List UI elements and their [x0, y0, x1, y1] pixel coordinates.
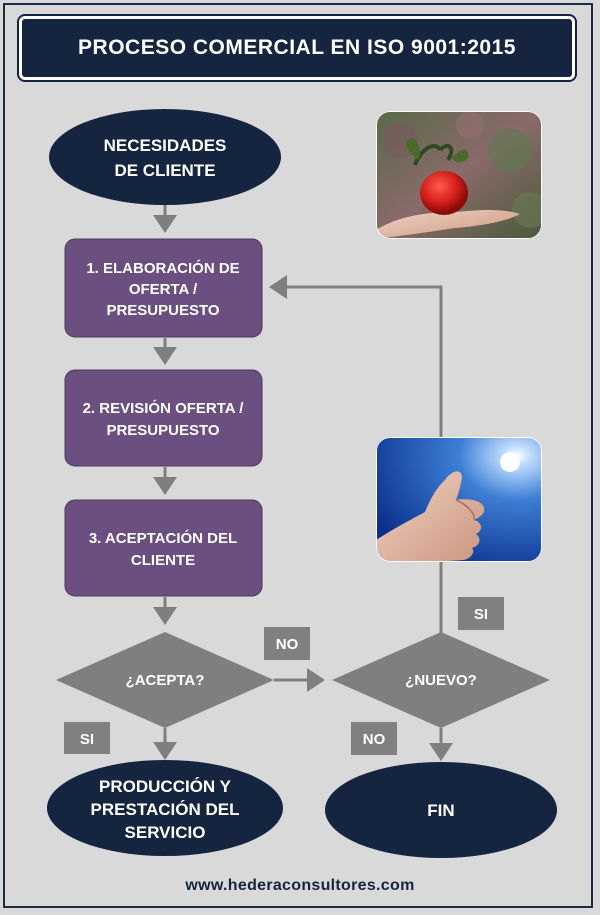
- step-3-line-1: 3. ACEPTACIÓN DEL: [89, 529, 237, 547]
- step-1-box: 1. ELABORACIÓN DE OFERTA / PRESUPUESTO: [64, 238, 263, 338]
- end-fin-label: FIN: [427, 801, 454, 820]
- footer-url[interactable]: www.hederaconsultores.com: [185, 877, 415, 894]
- start-node-line-1: NECESIDADES: [104, 136, 227, 155]
- end-fin-node: FIN: [325, 762, 557, 858]
- thumbs-up-photo: [376, 437, 542, 562]
- label-new-no: NO: [351, 722, 397, 755]
- label-accept-si: SI: [64, 722, 110, 754]
- label-accept-no-text: NO: [276, 636, 299, 653]
- decision-accept-label: ¿ACEPTA?: [126, 672, 205, 689]
- step-1-line-1: 1. ELABORACIÓN DE: [86, 259, 239, 277]
- page-title: PROCESO COMERCIAL EN ISO 9001:2015: [19, 16, 575, 80]
- decision-new: ¿NUEVO?: [332, 632, 550, 728]
- label-new-si: SI: [458, 597, 504, 630]
- start-node-line-2: DE CLIENTE: [114, 161, 215, 180]
- step-1-line-3: PRESUPUESTO: [106, 302, 219, 319]
- end-production-line-3: SERVICIO: [125, 823, 206, 842]
- end-production-line-2: PRESTACIÓN DEL: [91, 800, 240, 819]
- label-accept-no: NO: [264, 627, 310, 660]
- label-new-si-text: SI: [474, 606, 488, 623]
- step-2-line-1: 2. REVISIÓN OFERTA /: [83, 399, 245, 417]
- step-1-line-2: OFERTA /: [129, 281, 198, 298]
- start-node: NECESIDADES DE CLIENTE: [49, 109, 281, 205]
- label-new-no-text: NO: [363, 731, 386, 748]
- step-2-line-2: PRESUPUESTO: [106, 422, 219, 439]
- end-production-line-1: PRODUCCIÓN Y: [99, 777, 232, 796]
- label-accept-si-text: SI: [80, 731, 94, 748]
- decision-accept: ¿ACEPTA?: [56, 632, 274, 728]
- decision-new-label: ¿NUEVO?: [405, 672, 477, 689]
- step-3-box: 3. ACEPTACIÓN DEL CLIENTE: [64, 499, 263, 597]
- apple-photo: [376, 111, 542, 239]
- step-2-box: 2. REVISIÓN OFERTA / PRESUPUESTO: [64, 369, 263, 467]
- step-3-line-2: CLIENTE: [131, 552, 195, 569]
- end-production-node: PRODUCCIÓN Y PRESTACIÓN DEL SERVICIO: [47, 760, 283, 856]
